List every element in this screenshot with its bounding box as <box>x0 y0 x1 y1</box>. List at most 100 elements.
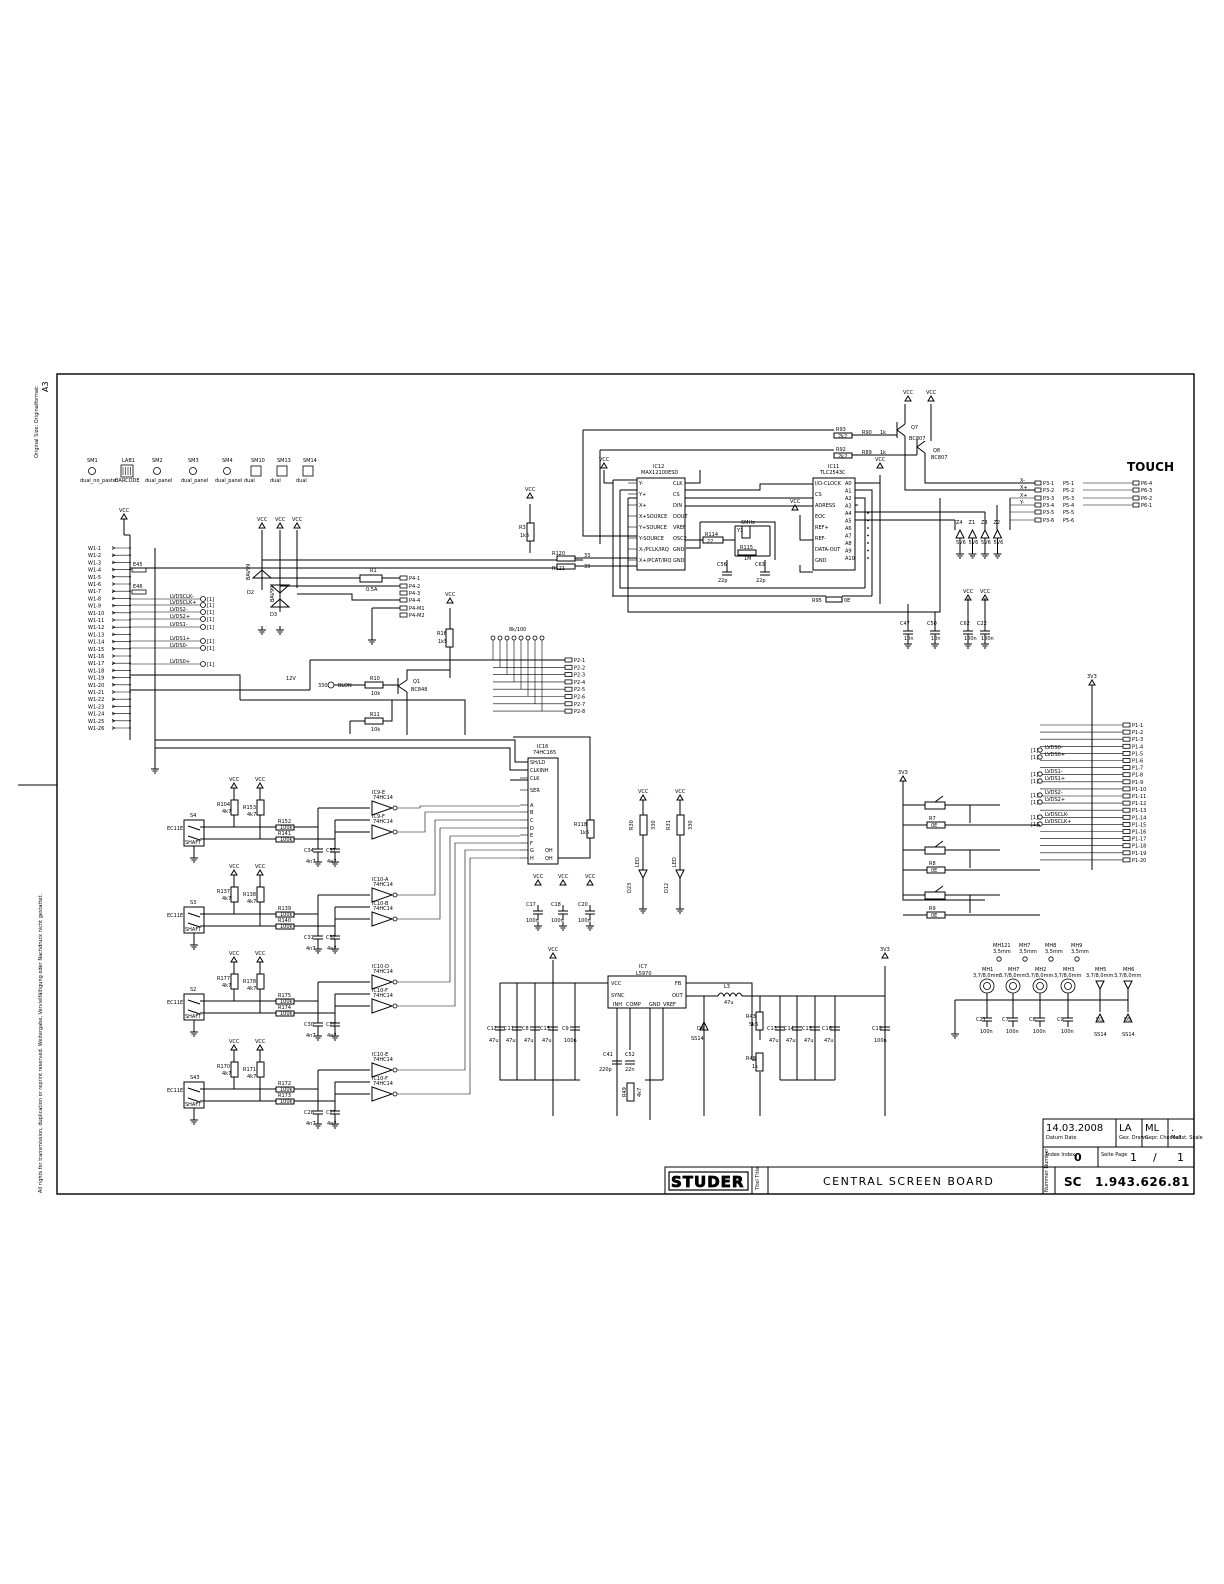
zener-icon <box>980 528 990 539</box>
y1-ref: Y1 <box>736 528 743 534</box>
wire <box>931 640 939 649</box>
junction-dot <box>129 691 131 693</box>
gate-type: 74HC14 <box>373 969 393 975</box>
supply-arrow <box>927 395 935 402</box>
capacitor-icon <box>330 930 340 945</box>
trimmer-potentiometer-icon <box>924 891 946 900</box>
mh-ref: MH8 <box>1045 943 1056 949</box>
ic11-pin-right: A9 <box>845 549 852 555</box>
wire <box>956 550 964 559</box>
pin-icon <box>564 708 573 714</box>
p1-pin: P1-10 <box>1132 787 1146 793</box>
ic11-pin-right: A7 <box>845 534 852 540</box>
res-ref: R139 <box>278 906 291 912</box>
supply-arrow <box>526 492 534 499</box>
r120-ref: R120 <box>552 551 565 557</box>
cap-ref: C15 <box>540 1026 550 1032</box>
pin-arrow-icon <box>111 560 116 565</box>
encoder-shaft: SHAFT <box>185 1014 202 1020</box>
resistor-net-pin <box>511 635 517 641</box>
wire <box>187 999 201 1028</box>
supply-arrow <box>904 395 912 402</box>
res-ref: R174 <box>278 1005 291 1011</box>
res-ref: R178 <box>243 979 256 985</box>
w1-pin-label: W1-17 <box>88 661 104 667</box>
tb-checked: ML <box>1145 1123 1160 1134</box>
supply-arrow <box>559 879 567 886</box>
junction-dot <box>129 712 131 715</box>
pin-icon <box>1034 502 1042 508</box>
r11-value: 10k <box>371 727 380 733</box>
junction-dot <box>867 534 869 537</box>
r16-value: 1k5 <box>438 639 447 645</box>
original-size-label: Original Size: Originalformat: <box>34 385 40 458</box>
cap-ref: C13 <box>767 1026 777 1032</box>
wire <box>533 905 543 920</box>
cap-ref: C62 <box>960 621 970 627</box>
p1-pin: P1-7 <box>1132 766 1143 772</box>
tb-scale: . <box>1171 1123 1174 1134</box>
cap-ref: C15 <box>802 1026 812 1032</box>
wire <box>902 781 985 901</box>
p1-pin: P1-5 <box>1132 751 1143 757</box>
pin-icon <box>399 575 408 581</box>
title-block: 14.03.2008 Datum Date LA Gez. Drawn ML G… <box>664 1118 1203 1195</box>
ic11-pin-right: A1 <box>845 489 852 495</box>
lvds-net-label: LVDS1+ <box>170 636 190 642</box>
diode-ref: D3 <box>1096 1017 1103 1023</box>
res-ref: R172 <box>278 1081 291 1087</box>
res-ref: R104 <box>217 802 230 808</box>
wire <box>334 994 370 1007</box>
ic11-pin-left: REF+ <box>815 525 829 531</box>
res-ref: R170 <box>217 1064 230 1070</box>
supply-label: VCC <box>119 508 130 514</box>
wire <box>123 519 131 740</box>
trimmer-potentiometer-icon <box>924 801 946 810</box>
capacitor-icon <box>1063 1012 1073 1027</box>
p1-pin: P1-6 <box>1132 759 1143 765</box>
pin-icon <box>1034 487 1042 493</box>
cap-ref: C14 <box>784 1026 794 1032</box>
ic7-pin-sync: SYNC <box>611 993 625 999</box>
tb-date: 14.03.2008 <box>1046 1123 1103 1134</box>
wire <box>190 1116 198 1125</box>
capacitor-icon <box>548 1021 558 1036</box>
w1-pin-label: W1-2 <box>88 553 101 559</box>
junction-dot <box>129 547 131 549</box>
wire <box>1035 1012 1045 1027</box>
sm-caption: dual_panel <box>181 478 208 484</box>
res-value: 4k7 <box>222 809 231 815</box>
cap-ref: C27 <box>326 1110 336 1116</box>
supply-arrow <box>791 504 799 511</box>
lvds-net-label: LVDS2+ <box>1045 797 1065 803</box>
p1-pin: P1-16 <box>1132 830 1146 836</box>
supply-label: VCC <box>525 487 536 493</box>
rights-notice: All rights for transmission, duplication… <box>38 893 44 1193</box>
ic16-pin-label: CLK <box>530 776 540 782</box>
supply-arrow <box>120 513 128 520</box>
ic12-pin-right: DOUT <box>673 514 688 520</box>
q7-ref: Q7 <box>911 425 918 431</box>
junction-dot <box>129 568 131 571</box>
diode-ref: D5 <box>1124 1017 1131 1023</box>
wire <box>331 1032 339 1041</box>
capacitor-icon <box>530 1021 540 1036</box>
ic7-type: L5970 <box>636 971 652 977</box>
p4-pin: P4-M2 <box>409 613 425 619</box>
wire <box>830 1021 840 1036</box>
c63-value: 22p <box>756 578 766 584</box>
gate-ref: IC10-A <box>372 877 389 883</box>
supply-arrow <box>446 597 454 604</box>
cap-ref: C8 <box>522 1026 529 1032</box>
zener-value: 5V6 <box>956 540 966 546</box>
supply-label: VCC <box>638 789 649 795</box>
p5-pin: P5-5 <box>1063 510 1074 516</box>
ic7-pin-vref: VREF <box>663 1002 676 1008</box>
pin-icon <box>564 679 573 685</box>
supply-label: VCC <box>445 592 456 598</box>
wire <box>276 626 284 635</box>
gate-ref: IC9-F <box>372 814 385 820</box>
supply-arrow <box>1088 679 1096 686</box>
wire <box>993 550 1002 559</box>
